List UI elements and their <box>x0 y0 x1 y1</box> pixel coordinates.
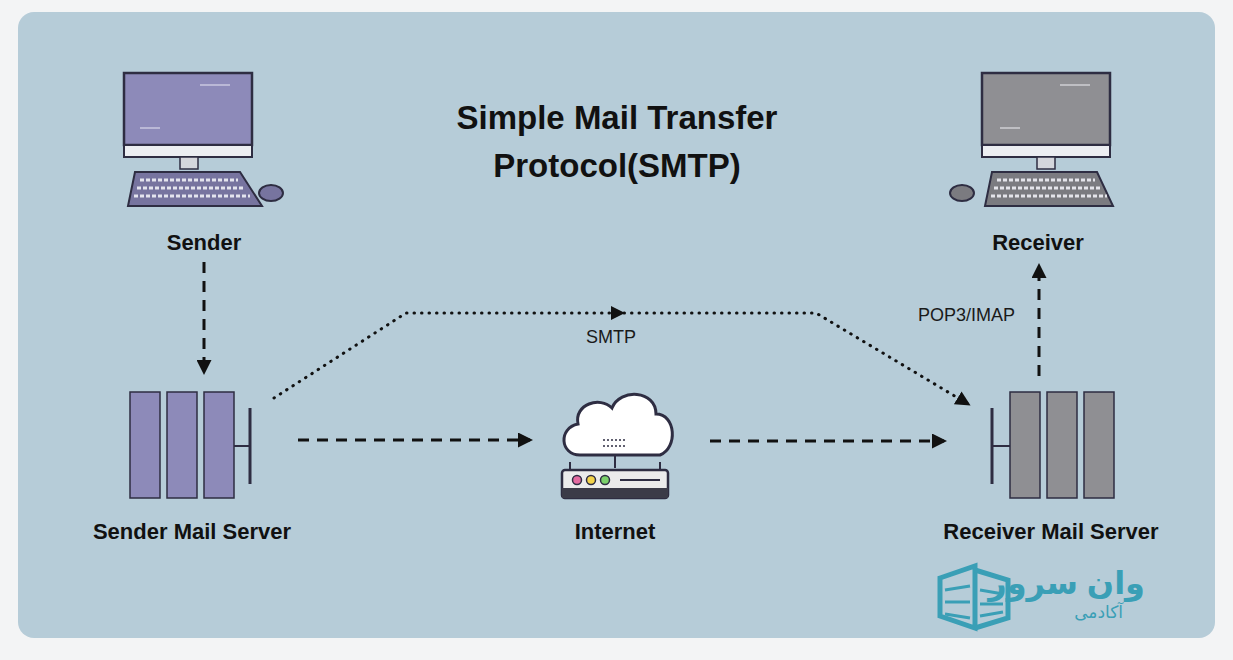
edge-label: SMTP <box>586 326 636 348</box>
sender-computer-node: Sender <box>118 70 290 212</box>
node-label: Receiver <box>992 230 1084 256</box>
receiver-computer <box>950 73 1113 206</box>
mail-server-node: Receiver Mail Server <box>986 388 1116 500</box>
internet-node: Internet <box>558 390 672 500</box>
node-label: Sender <box>167 230 242 256</box>
watermark-text: وان سرور <box>988 564 1145 602</box>
receiver-computer-node: Receiver <box>952 70 1124 212</box>
receiver-server-rack <box>992 392 1114 498</box>
dashed-arrow <box>1038 266 1041 376</box>
node-label: Internet <box>575 519 656 545</box>
dashed-arrow <box>203 262 206 372</box>
internet-cloud <box>562 394 672 498</box>
node-label: Sender Mail Server <box>93 519 291 545</box>
sender-server-rack <box>130 392 250 498</box>
node-label: Receiver Mail Server <box>943 519 1158 545</box>
dashed-arrow <box>710 440 944 443</box>
dashed-arrow <box>298 439 530 442</box>
mail-server-node: Sender Mail Server <box>128 388 256 500</box>
diagram-title: Simple Mail Transfer Protocol(SMTP) <box>387 94 847 190</box>
watermark-text: آکادمی <box>1074 602 1123 623</box>
mid-arrowhead <box>611 306 625 320</box>
smtp-dotted-arrow <box>274 313 968 404</box>
sender-computer <box>124 73 283 206</box>
panel <box>18 12 1215 638</box>
edge-label: POP3/IMAP <box>918 304 1015 326</box>
